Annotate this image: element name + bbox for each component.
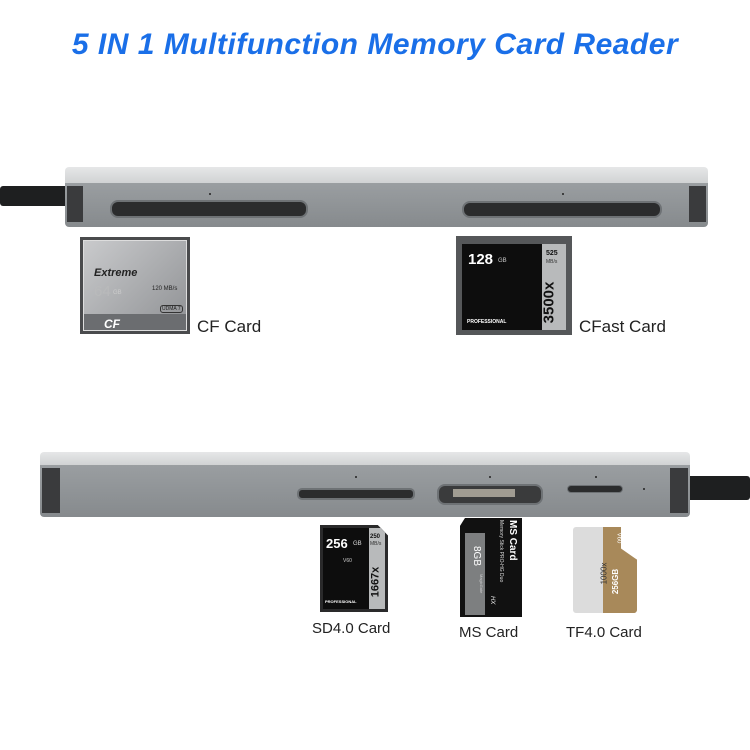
card-capacity: 256	[326, 536, 348, 551]
end-cap	[670, 468, 688, 513]
card-brand: MagicGate	[479, 574, 484, 594]
card-capacity: 64	[94, 283, 111, 300]
cf-card-image: Extreme 64 GB 120 MB/s UDMA 7 CF	[80, 237, 190, 334]
card-speed-unit: MB/s	[370, 541, 382, 547]
usb-cable	[685, 476, 750, 500]
card-rating: 1667x	[369, 566, 382, 598]
indicator-led	[489, 476, 491, 478]
page-title: 5 IN 1 Multifunction Memory Card Reader	[71, 28, 679, 61]
card-unit: GB	[113, 290, 122, 296]
ms-card-image: 8GB MS Card Memory Stick PRO-HG Duo Magi…	[460, 518, 522, 617]
card-type: CF	[104, 317, 120, 331]
sd-card-image: 256 GB 250 MB/s V60 1667x PROFESSIONAL	[320, 525, 388, 612]
indicator-led	[355, 476, 357, 478]
card-subtitle: Memory Stick PRO-HG Duo	[498, 520, 504, 583]
tf-slot	[567, 485, 623, 493]
end-cap	[689, 186, 706, 222]
card-capacity: 8GB	[471, 546, 482, 567]
card-hx: HX	[489, 596, 495, 605]
card-rating: 3500x	[540, 281, 558, 324]
card-capacity: 256GB	[611, 568, 621, 595]
card-class: V60	[343, 558, 352, 564]
indicator-led	[562, 193, 564, 195]
card-unit: GB	[353, 541, 362, 547]
card-line: PROFESSIONAL	[467, 319, 507, 325]
indicator-led	[595, 476, 597, 478]
sd-card-label: SD4.0 Card	[312, 620, 391, 637]
end-cap	[67, 186, 83, 222]
cfast-card-label: CFast Card	[579, 317, 666, 336]
card-udma: UDMA 7	[160, 305, 183, 313]
card-line: PROFESSIONAL	[325, 599, 357, 604]
card-title: MS Card	[507, 520, 518, 561]
reader-top-face	[65, 167, 708, 184]
end-cap	[42, 468, 60, 513]
ms-slot	[437, 484, 543, 505]
card-speed: 525	[546, 250, 558, 257]
card-unit: GB	[498, 258, 507, 264]
cfast-slot	[462, 201, 662, 218]
card-brand: Extreme	[94, 267, 138, 279]
card-rating: 1000x	[599, 562, 609, 585]
reader-top-face	[40, 452, 690, 466]
cfast-card-image: 128 GB 525 MB/s 3500x PROFESSIONAL	[456, 236, 572, 335]
cf-card-label: CF Card	[197, 317, 262, 336]
card-speed: 120 MB/s	[152, 286, 178, 292]
tf-card-label: TF4.0 Card	[566, 624, 642, 641]
card-class: V60	[615, 532, 622, 544]
usb-cable	[0, 186, 70, 206]
card-speed: 250	[370, 534, 381, 540]
indicator-led	[643, 488, 645, 490]
cf-slot	[110, 200, 308, 218]
tf-card-image: 1000x 256GB V60	[573, 527, 637, 613]
card-speed-unit: MB/s	[546, 259, 558, 265]
card-capacity: 128	[468, 251, 494, 268]
sd-slot	[297, 488, 415, 500]
ms-card-label: MS Card	[459, 624, 519, 641]
indicator-led	[209, 193, 211, 195]
